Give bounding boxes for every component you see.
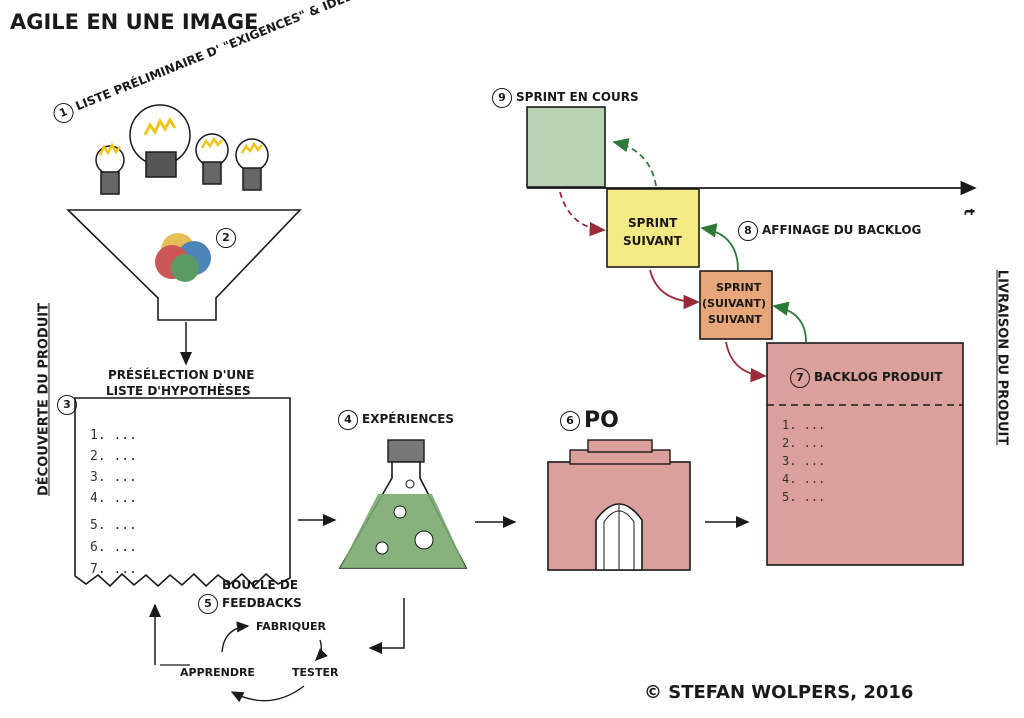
po-label-text: PO — [584, 408, 619, 433]
venn-icon — [155, 233, 211, 282]
step-9-badge: 9 — [492, 88, 512, 108]
arrow-build-to-test — [315, 639, 328, 661]
build-label: FABRIQUER — [256, 620, 326, 633]
arrow-green-backlog-to-nextnext — [772, 301, 807, 343]
arrow-learn-to-build — [221, 621, 250, 653]
lightbulbs-group — [95, 104, 269, 195]
hypotheses-sheet — [74, 397, 291, 588]
lightbulb-icon — [129, 104, 191, 178]
page-title: AGILE EN UNE IMAGE — [10, 10, 259, 34]
refinement-label: 8 AFFINAGE DU BACKLOG — [738, 221, 921, 241]
arrow-flask-to-test — [368, 598, 405, 654]
feedback-label-line1: BOUCLE DE — [222, 578, 299, 592]
list-item: 4. ... — [90, 491, 137, 506]
list-item: 2. ... — [90, 449, 137, 464]
list-item: 3. ... — [90, 470, 137, 485]
list-item: 5. ... — [782, 490, 826, 504]
experiments-label-text: EXPÉRIENCES — [362, 412, 455, 426]
step-8-badge: 8 — [738, 221, 758, 241]
arrow-green-next-to-current — [612, 138, 657, 187]
sprint-next-line1: SPRINT — [628, 216, 678, 230]
left-side-label: DÉCOUVERTE DU PRODUIT — [36, 303, 52, 496]
step-7-badge: 7 — [790, 368, 810, 388]
hypotheses-label-line1: PRÉSÉLECTION D'UNE — [108, 368, 255, 382]
step-3-badge: 3 — [57, 395, 77, 415]
copyright-text: © STEFAN WOLPERS, 2016 — [644, 682, 914, 703]
sprint-next-next-line1: SPRINT — [716, 281, 762, 294]
list-item: 1. ... — [782, 418, 826, 432]
sprint-next-next-box — [699, 270, 773, 340]
flask-icon — [338, 439, 468, 569]
arrow-red-next-to-nextnext — [649, 269, 700, 310]
sprint-current-label: 9 SPRINT EN COURS — [492, 88, 639, 108]
list-item: 7. ... — [90, 562, 137, 577]
arrow-red-current-to-next — [559, 191, 606, 237]
refinement-label-text: AFFINAGE DU BACKLOG — [762, 223, 922, 237]
test-label: TESTER — [292, 666, 339, 679]
step-5-badge: 5 — [198, 594, 218, 614]
backlog-label: 7 BACKLOG PRODUIT — [790, 368, 943, 388]
list-item: 6. ... — [90, 540, 137, 555]
hypotheses-label-line2: LISTE D'HYPOTHÈSES — [106, 384, 251, 398]
list-item: 5. ... — [90, 518, 137, 533]
step-2-badge: 2 — [216, 228, 236, 248]
lightbulb-icon — [95, 142, 125, 195]
list-item: 3. ... — [782, 454, 826, 468]
sprint-next-next-line2: (SUIVANT) — [702, 297, 766, 310]
step-6-badge: 6 — [560, 411, 580, 431]
arrow-green-nextnext-to-next — [700, 223, 739, 271]
step-4-badge: 4 — [338, 410, 358, 430]
arrow-red-nextnext-to-backlog — [725, 341, 767, 383]
sprint-next-next-line3: SUIVANT — [708, 313, 762, 326]
feedback-label: 5 FEEDBACKS — [198, 594, 302, 614]
sprint-next-line2: SUIVANT — [623, 234, 682, 248]
right-side-label: LIVRAISON DU PRODUIT — [994, 269, 1010, 446]
funnel-shape — [66, 209, 302, 321]
backlog-label-text: BACKLOG PRODUIT — [814, 370, 943, 384]
timeline-label: t — [960, 208, 977, 216]
experiments-label: 4 EXPÉRIENCES — [338, 410, 454, 430]
feedback-label-line2: FEEDBACKS — [222, 596, 302, 610]
lightbulb-icon — [235, 138, 269, 191]
learn-label: APPRENDRE — [180, 666, 255, 679]
lightbulb-icon — [195, 133, 229, 185]
sprint-next-box — [606, 188, 700, 268]
list-item: 1. ... — [90, 428, 137, 443]
po-gate-icon — [547, 439, 691, 571]
list-item: 2. ... — [782, 436, 826, 450]
arrow-test-to-learn — [230, 685, 305, 703]
sprint-current-label-text: SPRINT EN COURS — [516, 90, 639, 104]
list-item: 4. ... — [782, 472, 826, 486]
sprint-current-box — [526, 106, 606, 188]
